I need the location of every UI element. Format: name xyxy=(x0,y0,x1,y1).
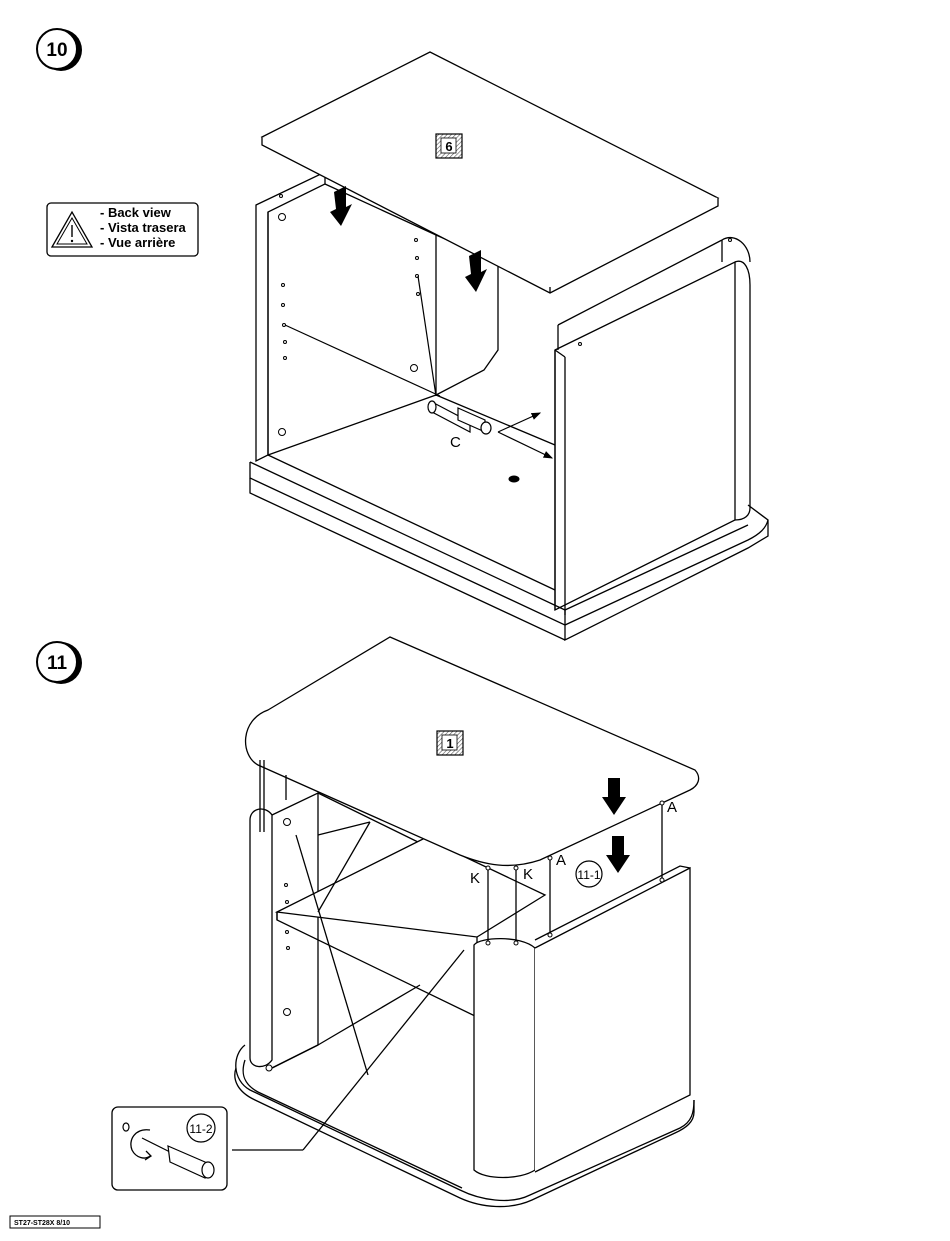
step-10-number: 10 xyxy=(46,40,67,61)
step-11-cabinet xyxy=(232,637,699,1207)
hardware-label-a-mid: A xyxy=(556,852,566,869)
hardware-label-k-left: K xyxy=(470,870,480,887)
substep-11-2-label: 11-2 xyxy=(189,1122,212,1136)
cam-lock-c xyxy=(285,276,552,458)
step-10-cabinet xyxy=(250,52,768,640)
footer-code-box: ST27-ST28X 8/10 xyxy=(10,1216,100,1228)
back-view-warning: - Back view - Vista trasera - Vue arrièr… xyxy=(47,203,198,256)
warning-line-3: - Vue arrière xyxy=(100,235,175,250)
substep-11-1-label: 11-1 xyxy=(577,868,600,882)
step-10-badge: 10 xyxy=(37,29,82,71)
hardware-label-a-right: A xyxy=(667,799,677,816)
warning-line-1: - Back view xyxy=(100,205,172,220)
down-arrow-icon xyxy=(606,836,630,873)
part-6-number: 6 xyxy=(445,139,452,154)
step-11-badge: 11 xyxy=(37,642,82,684)
step-11-number: 11 xyxy=(47,653,68,674)
warning-line-2: - Vista trasera xyxy=(100,220,187,235)
substep-11-1-callout: 11-1 xyxy=(576,861,602,887)
footer-code: ST27-ST28X 8/10 xyxy=(14,1220,70,1227)
part-1-number: 1 xyxy=(446,736,453,751)
part-1-badge: 1 xyxy=(437,731,463,755)
screwdriver-detail-box: 11-2 xyxy=(112,1107,227,1190)
hardware-label-k-right: K xyxy=(523,866,533,883)
hardware-label-c: C xyxy=(450,434,461,451)
part-6-badge: 6 xyxy=(436,134,462,158)
down-arrow-icon xyxy=(330,186,352,226)
